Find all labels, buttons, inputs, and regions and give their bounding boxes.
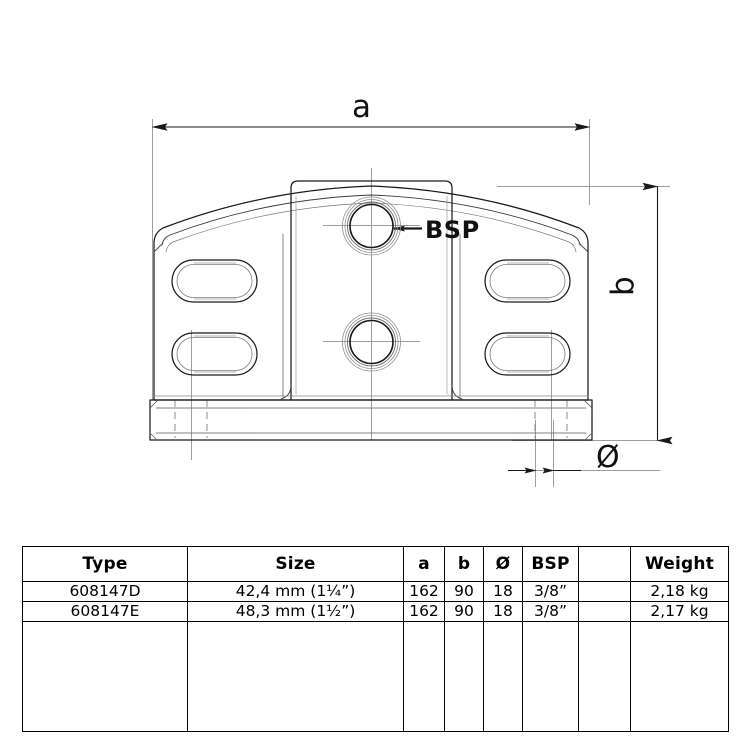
cell-type: 608147D: [22, 580, 188, 603]
slot-lower-left: [171, 332, 258, 376]
cell-size: 48,3 mm (1½”): [187, 601, 404, 623]
table-row: 608147D 42,4 mm (1¼”) 162 90 18 3/8” 2,1…: [22, 580, 729, 603]
slot-upper-right: [484, 259, 571, 303]
column-header-blank: [578, 546, 631, 582]
table-row: 608147E 48,3 mm (1½”) 162 90 18 3/8” 2,1…: [22, 601, 729, 623]
extension-lines: [152, 119, 670, 487]
dimension-label-diameter: Ø: [596, 440, 620, 475]
holes: [342, 196, 401, 372]
spec-table: Type Size a b Ø BSP Weight 608147D 42,4 …: [22, 546, 729, 732]
cell-weight: 2,18 kg: [630, 580, 729, 603]
cell-empty: [187, 621, 404, 732]
cell-blank: [578, 601, 631, 623]
cell-bsp: 3/8”: [522, 580, 579, 603]
hidden-lines: [174, 400, 568, 438]
column-header-diameter: Ø: [483, 546, 523, 582]
hole-lower: [342, 312, 401, 372]
oval-slots: [171, 259, 571, 376]
slot-lower-right: [484, 332, 571, 376]
column-header-weight: Weight: [630, 546, 729, 582]
cell-diameter: 18: [483, 580, 523, 603]
column-header-b: b: [444, 546, 484, 582]
cell-empty: [630, 621, 729, 732]
cell-empty: [483, 621, 523, 732]
cell-weight: 2,17 kg: [630, 601, 729, 623]
bracket-outline: [149, 180, 593, 441]
technical-drawing: [149, 119, 673, 487]
callout-label-bsp: BSP: [425, 216, 480, 244]
cell-empty: [578, 621, 631, 732]
cell-b: 90: [444, 580, 484, 603]
column-header-size: Size: [187, 546, 404, 582]
cell-bsp: 3/8”: [522, 601, 579, 623]
cell-empty: [403, 621, 445, 732]
cell-empty: [522, 621, 579, 732]
cell-a: 162: [403, 580, 445, 603]
table-empty-row: [22, 621, 729, 732]
cell-a: 162: [403, 601, 445, 623]
spec-table-container: Type Size a b Ø BSP Weight 608147D 42,4 …: [22, 546, 729, 732]
cell-diameter: 18: [483, 601, 523, 623]
column-header-bsp: BSP: [522, 546, 579, 582]
cell-blank: [578, 580, 631, 603]
slot-upper-left: [171, 259, 258, 303]
dimension-label-b: b: [605, 276, 641, 296]
dimension-label-a: a: [352, 89, 371, 125]
table-header-row: Type Size a b Ø BSP Weight: [22, 546, 729, 582]
cell-size: 42,4 mm (1¼”): [187, 580, 404, 603]
cell-b: 90: [444, 601, 484, 623]
cell-empty: [22, 621, 188, 732]
cell-type: 608147E: [22, 601, 188, 623]
column-header-type: Type: [22, 546, 188, 582]
column-header-a: a: [403, 546, 445, 582]
hole-bsp-upper: [342, 196, 401, 256]
cell-empty: [444, 621, 484, 732]
